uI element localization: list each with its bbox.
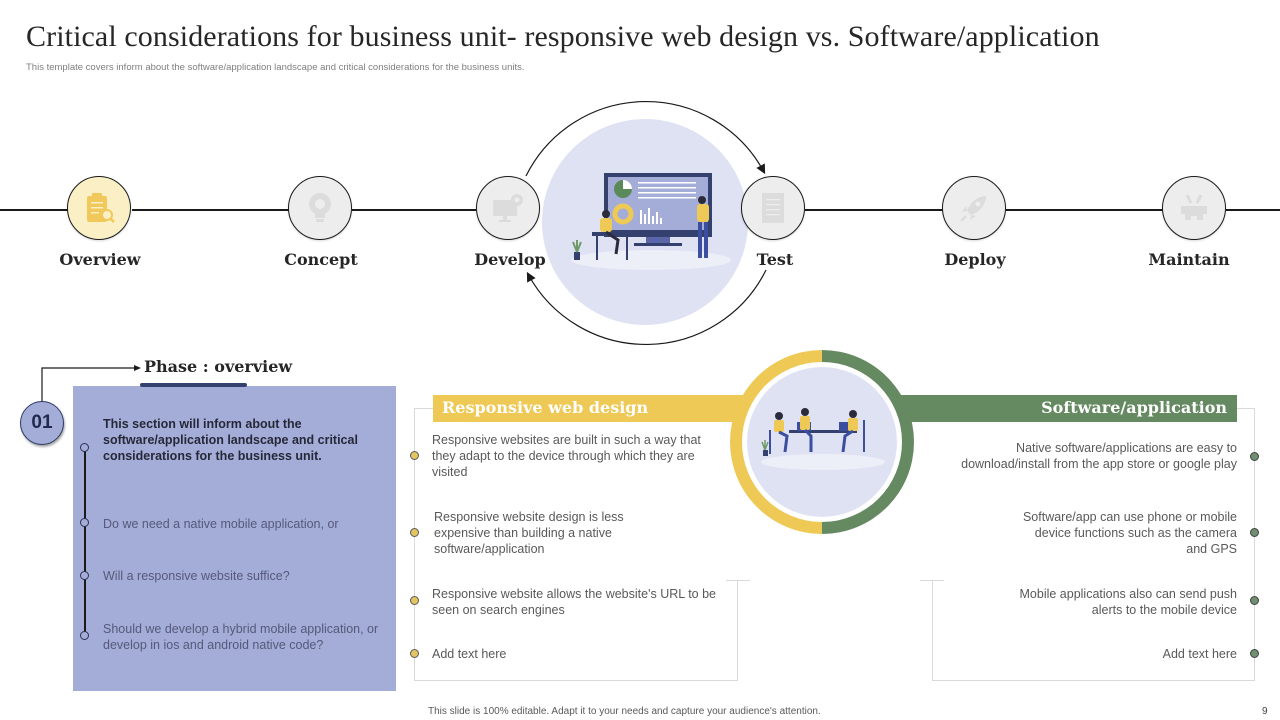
phase-connector-arrow — [41, 365, 141, 402]
timeline-connector — [1226, 209, 1280, 211]
step-label-develop: Develop — [474, 250, 546, 269]
right-frame — [920, 580, 944, 581]
rwd-item: Responsive website design is less expens… — [434, 510, 624, 556]
phase-panel — [73, 386, 396, 691]
phase-bullet — [80, 443, 89, 452]
right-frame — [1254, 408, 1255, 681]
phase-question: Should we develop a hybrid mobile applic… — [103, 622, 379, 652]
phase-title-underline — [140, 383, 247, 387]
timeline-connector — [805, 209, 943, 211]
left-frame — [726, 580, 750, 581]
timeline-step-concept[interactable] — [288, 176, 352, 240]
page-title: Critical considerations for business uni… — [26, 20, 1100, 53]
step-label-deploy: Deploy — [944, 250, 1006, 269]
left-frame — [737, 580, 738, 681]
footer-note: This slide is 100% editable. Adapt it to… — [428, 706, 821, 717]
timeline-connector — [0, 209, 68, 211]
clipboard-search-icon — [87, 193, 115, 223]
rwd-bullet — [410, 451, 419, 460]
phase-bullet — [80, 518, 89, 527]
comparison-ring-core — [747, 367, 897, 517]
phase-bullet — [80, 571, 89, 580]
cycle-arrow-top — [525, 100, 766, 177]
right-frame — [1236, 408, 1255, 409]
presentation-dashboard-illustration — [571, 173, 731, 270]
timeline-step-deploy[interactable] — [942, 176, 1006, 240]
timeline-connector — [132, 209, 289, 211]
gear-wrench-icon — [1181, 194, 1207, 220]
software-item: Add text here — [1162, 647, 1237, 661]
timeline-connector — [1006, 209, 1163, 211]
left-frame — [414, 408, 434, 409]
right-frame — [932, 580, 933, 681]
rwd-bullet — [410, 528, 419, 537]
timeline-step-test[interactable] — [741, 176, 805, 240]
rwd-bullet — [410, 649, 419, 658]
timeline-step-overview[interactable] — [67, 176, 131, 240]
step-label-overview: Overview — [59, 250, 141, 269]
software-item: Mobile applications also can send push a… — [1019, 587, 1238, 617]
page-number: 9 — [1262, 706, 1268, 717]
software-bullet — [1250, 649, 1259, 658]
step-label-concept: Concept — [284, 250, 358, 269]
phase-intro: This section will inform about the softw… — [103, 417, 358, 463]
rwd-item: Responsive websites are built in such a … — [432, 433, 701, 479]
phase-title: Phase : overview — [144, 357, 293, 376]
software-bullet — [1250, 528, 1259, 537]
team-meeting-illustration — [761, 408, 885, 470]
rwd-bullet — [410, 596, 419, 605]
software-item: Software/app can use phone or mobile dev… — [1022, 510, 1237, 556]
phase-number-badge: 01 — [20, 401, 64, 445]
timeline-step-develop[interactable] — [476, 176, 540, 240]
phase-question: Do we need a native mobile application, … — [103, 517, 339, 531]
phase-timeline-line — [84, 448, 86, 636]
phase-bullet — [80, 631, 89, 640]
responsive-web-design-title: Responsive web design — [442, 398, 649, 417]
left-frame — [414, 680, 738, 681]
cycle-arrows — [525, 100, 767, 346]
timeline-connector — [352, 209, 476, 211]
phase-question: Will a responsive website suffice? — [103, 569, 290, 583]
responsive-web-design-header: Responsive web design — [433, 395, 753, 422]
rwd-item: Add text here — [432, 647, 507, 661]
rwd-item: Responsive website allows the website's … — [432, 587, 717, 617]
cycle-arrow-bottom — [526, 269, 767, 346]
software-bullet — [1250, 452, 1259, 461]
step-label-test: Test — [756, 250, 794, 269]
lightbulb-gear-icon — [309, 193, 331, 222]
software-application-title: Software/application — [1041, 398, 1227, 417]
rocket-icon — [960, 196, 986, 222]
software-item: Native software/applications are easy to… — [961, 441, 1237, 471]
right-frame — [932, 680, 1255, 681]
left-frame — [414, 408, 415, 681]
monitor-gear-icon — [493, 194, 523, 222]
software-bullet — [1250, 596, 1259, 605]
timeline-step-maintain[interactable] — [1162, 176, 1226, 240]
document-icon — [762, 193, 784, 223]
page-subtitle: This template covers inform about the so… — [26, 62, 525, 73]
step-label-maintain: Maintain — [1148, 250, 1230, 269]
software-application-header: Software/application — [888, 395, 1237, 422]
